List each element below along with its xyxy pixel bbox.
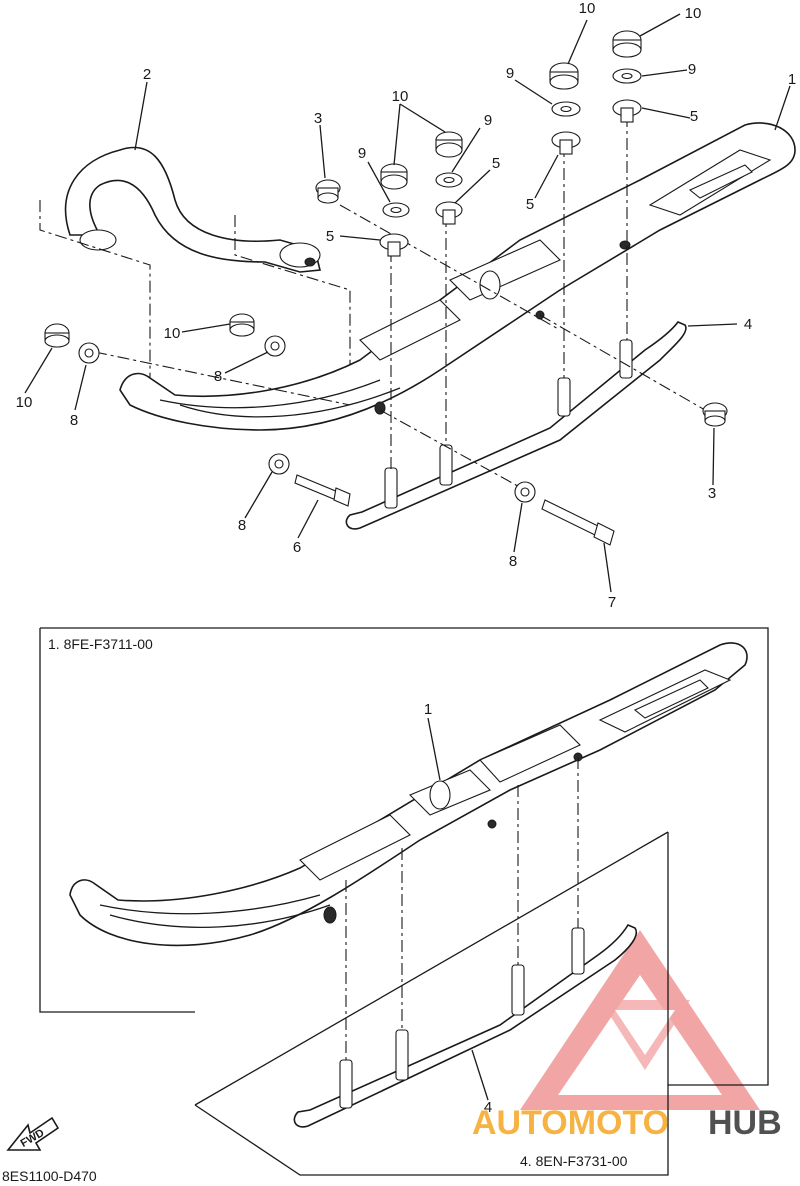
diagram-code: 8ES1100-D470: [2, 1168, 97, 1184]
subassembly-ski-label: 1. 8FE-F3711-00: [48, 636, 153, 652]
callout-5c: 5: [492, 155, 500, 172]
callout-7: 7: [608, 594, 616, 611]
collar-5b-icon: [551, 131, 581, 155]
washer-8c-icon: [268, 453, 290, 475]
callout-8c: 8: [238, 517, 246, 534]
callout-9c: 9: [484, 112, 492, 129]
collar-5d-icon: [379, 233, 409, 257]
bolt-6-icon: [294, 474, 351, 507]
callout-6: 6: [293, 539, 301, 556]
callout-10c: 10: [392, 88, 409, 105]
washer-8a-icon: [78, 342, 100, 364]
callout-10a: 10: [685, 5, 702, 22]
subassembly-runner-label: 4. 8EN-F3731-00: [520, 1153, 628, 1169]
callout-8d: 8: [509, 553, 517, 570]
callout-2: 2: [143, 66, 151, 83]
callout-4: 4: [744, 316, 752, 333]
bushing-3a-icon: [315, 179, 341, 204]
runner-lower: [293, 923, 637, 1128]
watermark-text-auto: AUTOMOTO: [472, 1104, 669, 1142]
washer-8d-icon: [514, 481, 536, 503]
watermark-logo: [520, 930, 760, 1110]
watermark-text-hub: HUB: [708, 1104, 782, 1142]
callout-8a: 8: [70, 412, 78, 429]
callout-9b: 9: [506, 65, 514, 82]
nut-10e-icon: [229, 313, 255, 337]
collar-5c-icon: [435, 201, 463, 225]
callout-9a: 9: [688, 61, 696, 78]
callout-10b: 10: [579, 0, 596, 17]
collar-5a-icon: [612, 99, 642, 123]
callout-10d: 10: [16, 394, 33, 411]
washer-9a-icon: [612, 68, 642, 84]
bushing-3b-icon: [702, 402, 728, 427]
callout-8b: 8: [214, 368, 222, 385]
bolt-7-icon: [541, 499, 615, 546]
leader-lines-upper: [24, 13, 791, 593]
fwd-arrow-icon: [6, 1116, 60, 1151]
subassembly-box: [39, 627, 769, 1176]
callout-5b: 5: [526, 196, 534, 213]
callout-1-sub: 1: [424, 701, 432, 718]
ski-lower: [69, 642, 748, 947]
washer-9d-icon: [382, 202, 410, 218]
runner-upper: [345, 321, 687, 530]
callout-10e: 10: [164, 325, 181, 342]
nut-10f-icon: [44, 323, 70, 348]
nut-10b-icon: [549, 62, 579, 90]
callout-5a: 5: [690, 108, 698, 125]
callout-1: 1: [788, 71, 796, 88]
nut-10a-icon: [612, 30, 642, 58]
callout-3b: 3: [708, 485, 716, 502]
ski-upper: [119, 122, 796, 431]
nut-10c-icon: [435, 131, 463, 158]
callout-5d: 5: [326, 228, 334, 245]
callout-3a: 3: [314, 110, 322, 127]
callout-4-sub: 4: [484, 1099, 492, 1116]
washer-8b-icon: [264, 335, 286, 357]
washer-9b-icon: [551, 101, 581, 117]
nut-10d-icon: [380, 163, 408, 190]
callout-9d: 9: [358, 145, 366, 162]
washer-9c-icon: [435, 172, 463, 188]
spindle-arm: [64, 146, 322, 273]
